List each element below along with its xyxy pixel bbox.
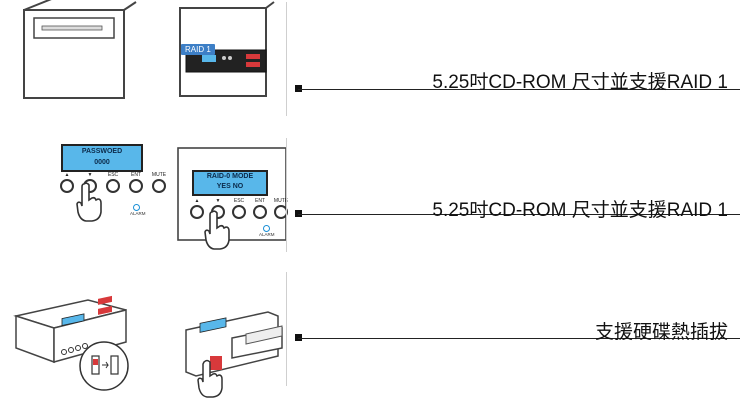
lcd-line-2: 0000 (94, 159, 110, 166)
alarm-led (133, 204, 140, 211)
row-hot-swap: 支援硬碟熱插拔 (0, 268, 750, 402)
bullet-marker (295, 210, 302, 217)
esc-button[interactable]: ESC (232, 198, 246, 219)
up-button[interactable]: ▲ (60, 172, 74, 193)
bullet-marker (295, 85, 302, 92)
caption-underline (298, 89, 740, 90)
caption-underline (298, 338, 740, 339)
alarm-label: ALARM (259, 232, 275, 237)
lcd-line-1: RAID-0 MODE (206, 173, 254, 180)
lcd-password-display: PASSWOED 0000 (61, 144, 143, 172)
front-panel-buttons-right: ▲ ▼ ESC ENT MUTE (190, 198, 288, 219)
alarm-led (263, 225, 270, 232)
ent-button[interactable]: ENT (253, 198, 267, 219)
lcd-raid-mode-display: RAID-0 MODE YES NO (192, 170, 268, 196)
raid-1-tag: RAID 1 (181, 44, 215, 55)
lcd-line-2: YES NO (216, 183, 244, 190)
ent-button[interactable]: ENT (129, 172, 143, 193)
drive-tray-removal-illustration (185, 311, 283, 398)
mute-button[interactable]: MUTE (274, 198, 288, 219)
bullet-marker (295, 334, 302, 341)
row-caption: 5.25吋CD-ROM 尺寸並支援RAID 1 (432, 200, 728, 221)
alarm-label: ALARM (130, 211, 146, 216)
row-caption: 支援硬碟熱插拔 (594, 322, 728, 343)
raid-enclosure-illustration (13, 295, 129, 391)
mute-button[interactable]: MUTE (152, 172, 166, 193)
up-button[interactable]: ▲ (190, 198, 204, 219)
row-caption: 5.25吋CD-ROM 尺寸並支援RAID 1 (432, 72, 728, 93)
pointing-hand-icon (204, 210, 230, 250)
pointing-hand-icon (76, 182, 102, 222)
caption-underline (298, 214, 740, 215)
divider (286, 138, 287, 252)
row-cdrom-size: RAID 1 5.25吋CD-ROM 尺寸並支援RAID 1 (0, 0, 750, 134)
divider (286, 2, 287, 116)
esc-button[interactable]: ESC (106, 172, 120, 193)
row-password-raid-mode: PASSWOED 0000 ▲ ▼ ESC ENT MUTE ALARM RAI… (0, 134, 750, 268)
lcd-line-1: PASSWOED (81, 148, 123, 155)
pc-case-front-illustration (23, 0, 137, 99)
divider (286, 272, 287, 386)
